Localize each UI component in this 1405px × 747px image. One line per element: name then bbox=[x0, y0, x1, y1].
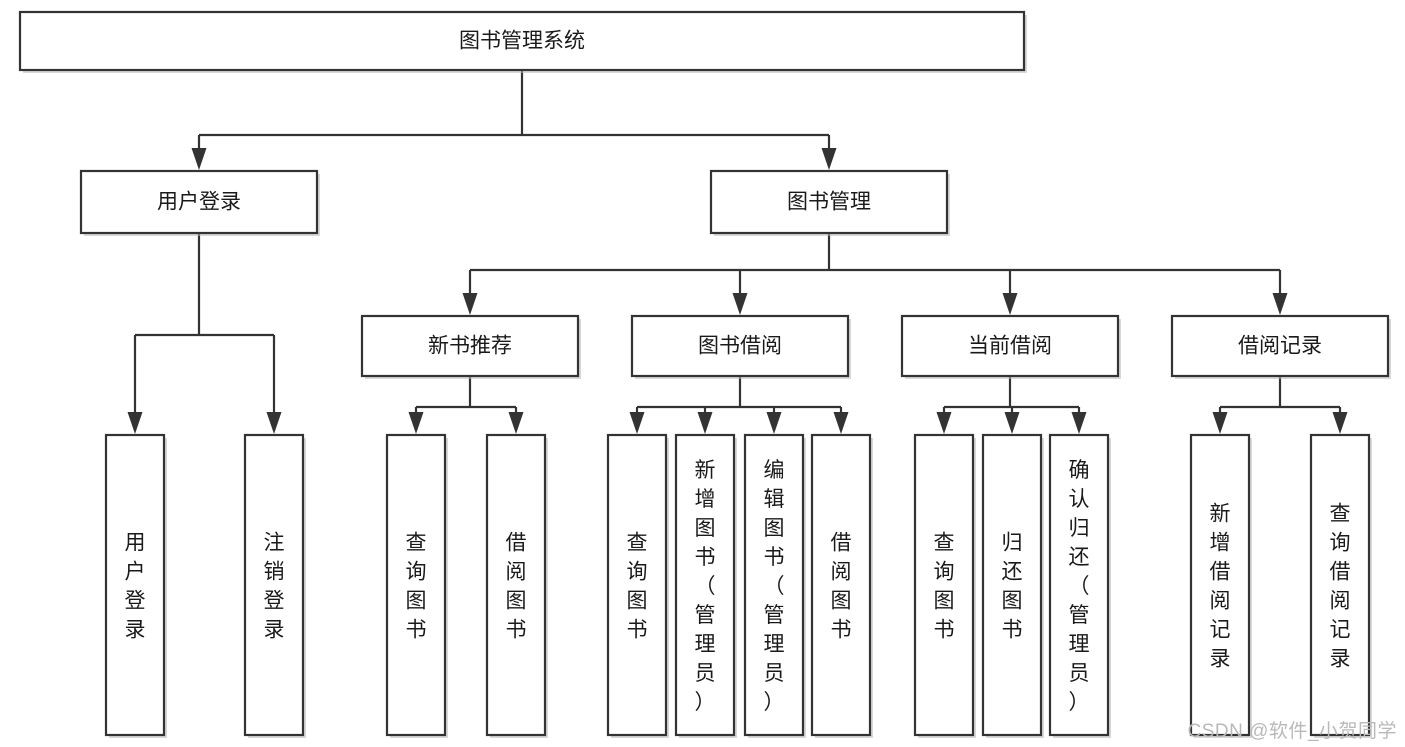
node-leaf-user-login[interactable]: 用户登录 bbox=[104, 433, 167, 738]
node-box[interactable] bbox=[606, 433, 668, 737]
node-bb-edit-book[interactable]: 编辑图书（管理员） bbox=[743, 433, 806, 738]
connector-group-borrow-record bbox=[1212, 376, 1348, 434]
node-label: 借阅记录 bbox=[1238, 335, 1322, 358]
connector-group-book-borrow bbox=[629, 376, 849, 434]
node-borrow-record[interactable]: 借阅记录 bbox=[1170, 314, 1391, 379]
node-rec-borrow-book[interactable]: 借阅图书 bbox=[485, 433, 548, 738]
node-leaf-user-logout[interactable]: 注销登录 bbox=[243, 433, 306, 738]
node-box[interactable] bbox=[1189, 433, 1251, 737]
node-book-borrow[interactable]: 图书借阅 bbox=[630, 314, 851, 379]
node-label: 借阅图书 bbox=[831, 532, 852, 642]
nodes-layer: 图书管理系统用户登录图书管理用户登录注销登录新书推荐图书借阅当前借阅借阅记录查询… bbox=[18, 10, 1391, 738]
node-box[interactable] bbox=[743, 433, 805, 737]
node-box[interactable] bbox=[104, 433, 166, 737]
node-br-add-record[interactable]: 新增借阅记录 bbox=[1189, 433, 1252, 738]
connector-group-current-borrow bbox=[936, 376, 1087, 434]
node-book-manage[interactable]: 图书管理 bbox=[709, 169, 950, 236]
node-rec-query-book[interactable]: 查询图书 bbox=[385, 433, 448, 738]
node-bb-query-book[interactable]: 查询图书 bbox=[606, 433, 669, 738]
node-label: 用户登录 bbox=[157, 191, 241, 214]
node-label: 查询图书 bbox=[934, 532, 955, 642]
node-box[interactable] bbox=[1309, 433, 1371, 737]
node-box[interactable] bbox=[709, 169, 949, 235]
node-bb-add-book[interactable]: 新增图书（管理员） bbox=[674, 433, 737, 738]
node-box[interactable] bbox=[385, 433, 447, 737]
node-box[interactable] bbox=[630, 314, 850, 378]
node-label: 查询借阅记录 bbox=[1330, 503, 1351, 671]
node-label: 查询图书 bbox=[627, 532, 648, 642]
node-label: 确认归还（管理员） bbox=[1069, 459, 1090, 714]
node-label: 查询图书 bbox=[406, 532, 427, 642]
connector-group-book-manage bbox=[462, 233, 1288, 315]
node-bb-borrow-book[interactable]: 借阅图书 bbox=[810, 433, 873, 738]
node-label: 当前借阅 bbox=[968, 335, 1052, 358]
node-label: 图书管理系统 bbox=[459, 30, 585, 53]
node-box[interactable] bbox=[243, 433, 305, 737]
node-label: 图书管理 bbox=[787, 191, 871, 214]
node-label: 图书借阅 bbox=[698, 335, 782, 358]
node-box[interactable] bbox=[1048, 433, 1110, 737]
node-box[interactable] bbox=[79, 169, 319, 235]
connector-group-root bbox=[191, 70, 837, 170]
node-root[interactable]: 图书管理系统 bbox=[18, 10, 1027, 73]
node-box[interactable] bbox=[913, 433, 975, 737]
node-label: 新书推荐 bbox=[428, 335, 512, 358]
node-label: 新增图书（管理员） bbox=[695, 459, 716, 714]
node-cb-query-book[interactable]: 查询图书 bbox=[913, 433, 976, 738]
node-label: 注销登录 bbox=[264, 532, 285, 642]
connector-group-user-login bbox=[127, 233, 282, 434]
node-box[interactable] bbox=[18, 10, 1026, 72]
node-cb-confirm-return[interactable]: 确认归还（管理员） bbox=[1048, 433, 1111, 738]
node-box[interactable] bbox=[1170, 314, 1390, 378]
node-box[interactable] bbox=[360, 314, 580, 378]
node-box[interactable] bbox=[981, 433, 1043, 737]
node-cb-return-book[interactable]: 归还图书 bbox=[981, 433, 1044, 738]
connector-group-new-book-rec bbox=[408, 376, 524, 434]
connectors-layer bbox=[127, 70, 1348, 434]
node-user-login[interactable]: 用户登录 bbox=[79, 169, 320, 236]
node-label: 归还图书 bbox=[1002, 532, 1023, 642]
node-box[interactable] bbox=[810, 433, 872, 737]
node-new-book-rec[interactable]: 新书推荐 bbox=[360, 314, 581, 379]
node-box[interactable] bbox=[485, 433, 547, 737]
node-box[interactable] bbox=[900, 314, 1120, 378]
watermark-label: CSDN @软件_小贺同学 bbox=[1187, 721, 1397, 742]
node-label: 借阅图书 bbox=[506, 532, 527, 642]
node-label: 用户登录 bbox=[125, 532, 146, 642]
node-box[interactable] bbox=[674, 433, 736, 737]
node-current-borrow[interactable]: 当前借阅 bbox=[900, 314, 1121, 379]
node-br-query-record[interactable]: 查询借阅记录 bbox=[1309, 433, 1372, 738]
node-label: 新增借阅记录 bbox=[1210, 503, 1231, 671]
node-label: 编辑图书（管理员） bbox=[764, 459, 785, 714]
